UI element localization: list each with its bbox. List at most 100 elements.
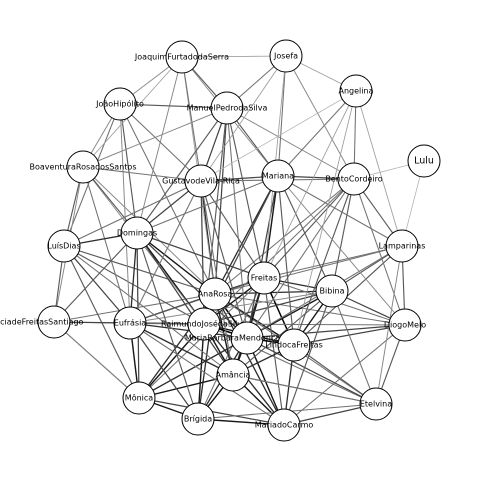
edge-manuel-boaventura — [82, 107, 228, 168]
edge-raimundo-luisdias — [63, 245, 205, 325]
node-mariadocarmo[interactable]: MariadoCarmo — [255, 408, 314, 442]
edge-gustavo-joaquim — [181, 56, 202, 182]
node-eufrasia[interactable]: Eufrásia — [113, 306, 147, 340]
edge-freitas-manuel — [226, 107, 265, 279]
edge-freitas-brigida — [197, 277, 265, 420]
node-circle — [165, 40, 199, 74]
node-label: GustavodeVila-Rica — [162, 177, 240, 186]
edge-mariadocarmo-diogo — [283, 324, 406, 426]
edge-bibina-eufrasia — [129, 290, 333, 324]
edge-lindoca-lamparinas — [293, 245, 403, 346]
edge-eufrasia-boaventura — [82, 166, 131, 324]
edge-bibina-etelvina — [331, 290, 377, 405]
edge-mariana-angelina — [277, 90, 357, 177]
edge-anarosa-domingas — [136, 232, 216, 295]
node-label: Freitas — [251, 274, 277, 283]
node-circle — [216, 358, 250, 392]
node-josefa[interactable]: Josefa — [269, 39, 303, 73]
edge-bibina-mariana — [277, 175, 333, 292]
edge-amancia-domingas — [136, 232, 234, 376]
node-label: Mariana — [262, 172, 294, 181]
edge-mariana-josefa — [277, 55, 287, 177]
edge-josefa-gustavo — [200, 55, 287, 182]
node-layer: JoaquimFurtadodaSerra JosefaAngelinaJoãoH… — [0, 39, 441, 442]
node-manuel[interactable]: ManuelPedrodaSilva — [187, 91, 268, 125]
node-mariabarbara[interactable]: MariaBárbaraMendonçadeMelo — [185, 321, 309, 355]
node-circle — [388, 308, 422, 342]
node-label: Bibina — [320, 287, 345, 296]
node-joaquim[interactable]: JoaquimFurtadodaSerra — [134, 40, 229, 74]
node-circle — [337, 162, 371, 196]
edge-mariabarbara-manuel — [226, 107, 248, 339]
node-label: Domingas — [117, 229, 157, 238]
node-angelina[interactable]: Angelina — [339, 74, 374, 108]
node-label: D.MariaVitóriaInocênciadeFreitasSantiago — [0, 317, 84, 327]
node-circle — [198, 277, 232, 311]
node-raimundo[interactable]: RaimundoJosédaSilva — [161, 307, 247, 341]
node-boaventura[interactable]: BoaventuraRosadosSantos — [30, 150, 137, 184]
edge-brigida-domingas — [136, 232, 199, 420]
node-circle — [103, 87, 137, 121]
edge-joaquim-josefa — [181, 55, 287, 58]
edge-freitas-domingas — [136, 232, 265, 279]
node-bento[interactable]: BentoCordeiro — [325, 162, 383, 196]
node-label: AnaRosa — [198, 290, 233, 299]
node-label: Mônica — [125, 393, 153, 403]
node-dmaria[interactable]: D.MariaVitóriaInocênciadeFreitasSantiago — [0, 305, 84, 339]
node-label: LuísDias — [47, 242, 80, 251]
edge-manuel-joaohipolito — [119, 103, 228, 109]
edge-gustavo-boaventura — [82, 166, 202, 182]
edge-mariadocarmo-eufrasia — [129, 322, 285, 426]
edge-manuel-bento — [226, 107, 355, 180]
node-label: JoãoHipólito — [95, 99, 144, 109]
node-mariana[interactable]: Mariana — [261, 159, 295, 193]
node-label: ManuelPedrodaSilva — [187, 104, 268, 113]
node-circle — [210, 91, 244, 125]
edge-lindoca-etelvina — [293, 344, 377, 405]
node-luisdias[interactable]: LuísDias — [47, 229, 81, 263]
node-circle — [407, 144, 441, 178]
edge-dmaria-monica — [53, 321, 140, 399]
node-diogo[interactable]: DiogoMelo — [384, 308, 426, 342]
edge-bibina-mariadocarmo — [283, 290, 333, 426]
node-label: Lamparinas — [379, 242, 426, 251]
edge-mariabarbara-eufrasia — [129, 322, 248, 339]
node-circle — [267, 408, 301, 442]
node-circle — [120, 216, 154, 250]
node-circle — [47, 229, 81, 263]
node-gustavo[interactable]: GustavodeVila-Rica — [162, 164, 240, 198]
node-label: Etelvina — [360, 400, 392, 409]
edge-domingas-joaohipolito — [119, 103, 138, 234]
edge-bento-diogo — [353, 178, 406, 326]
edge-freitas-mariana — [263, 175, 279, 279]
node-circle — [184, 164, 218, 198]
node-domingas[interactable]: Domingas — [117, 216, 157, 250]
edge-anarosa-luisdias — [63, 245, 216, 295]
edge-gustavo-joaohipolito — [119, 103, 202, 182]
node-monica[interactable]: Mônica — [122, 381, 156, 415]
node-lindoca[interactable]: LindocaFreitas — [265, 328, 323, 362]
node-lulu[interactable]: Lulu — [407, 144, 441, 178]
node-circle — [359, 387, 393, 421]
node-label: MariaBárbaraMendonçadeMelo — [185, 334, 309, 343]
node-anarosa[interactable]: AnaRosa — [198, 277, 233, 311]
node-brigida[interactable]: Brígida — [181, 402, 215, 436]
node-label: RaimundoJosédaSilva — [161, 319, 247, 329]
node-etelvina[interactable]: Etelvina — [359, 387, 393, 421]
node-lamparinas[interactable]: Lamparinas — [379, 229, 426, 263]
node-joaohipolito[interactable]: JoãoHipólito — [95, 87, 144, 121]
node-label: BentoCordeiro — [325, 175, 382, 184]
edge-monica-luisdias — [63, 245, 140, 399]
node-freitas[interactable]: Freitas — [247, 261, 281, 295]
edge-mariabarbara-etelvina — [246, 337, 377, 405]
node-bibina[interactable]: Bibina — [315, 274, 349, 308]
edge-bibina-bento — [331, 178, 355, 292]
node-circle — [247, 261, 281, 295]
edge-amancia-luisdias — [63, 245, 234, 376]
node-amancia[interactable]: Amância — [216, 358, 251, 392]
edge-domingas-mariana — [136, 175, 279, 234]
node-label: Lulu — [414, 156, 434, 167]
node-label: BoaventuraRosadosSantos — [30, 163, 137, 172]
edge-anarosa-lamparinas — [214, 245, 403, 295]
edge-lamparinas-angelina — [355, 90, 403, 247]
